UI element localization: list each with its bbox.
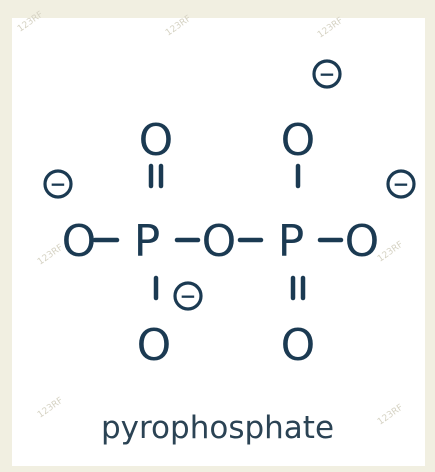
minus-sign: − — [393, 172, 410, 196]
charge-o-bottom-left: − — [173, 281, 203, 311]
watermark-text: 123RF — [316, 16, 345, 41]
minus-sign: − — [50, 172, 67, 196]
watermark-text: 123RF — [16, 10, 45, 35]
atom-o-bridge: O — [202, 216, 237, 267]
atom-p-left: P — [134, 216, 161, 267]
atom-o-bottom-right: O — [281, 320, 316, 371]
watermark-text: 123RF — [376, 240, 405, 265]
minus-sign: − — [319, 62, 336, 86]
atom-p-right: P — [278, 216, 305, 267]
atom-o-top-right: O — [281, 115, 316, 166]
charge-o-left: − — [43, 169, 73, 199]
atom-o-right: O — [345, 216, 380, 267]
minus-sign: − — [180, 284, 197, 308]
atom-o-bottom-left: O — [137, 320, 172, 371]
charge-o-top-right: − — [312, 59, 342, 89]
paper-background — [12, 18, 425, 466]
atom-o-left: O — [62, 216, 97, 267]
atom-o-top-left: O — [139, 115, 174, 166]
watermark-text: 123RF — [164, 14, 193, 39]
molecule-name-label: pyrophosphate — [100, 410, 335, 446]
charge-o-right: − — [386, 169, 416, 199]
